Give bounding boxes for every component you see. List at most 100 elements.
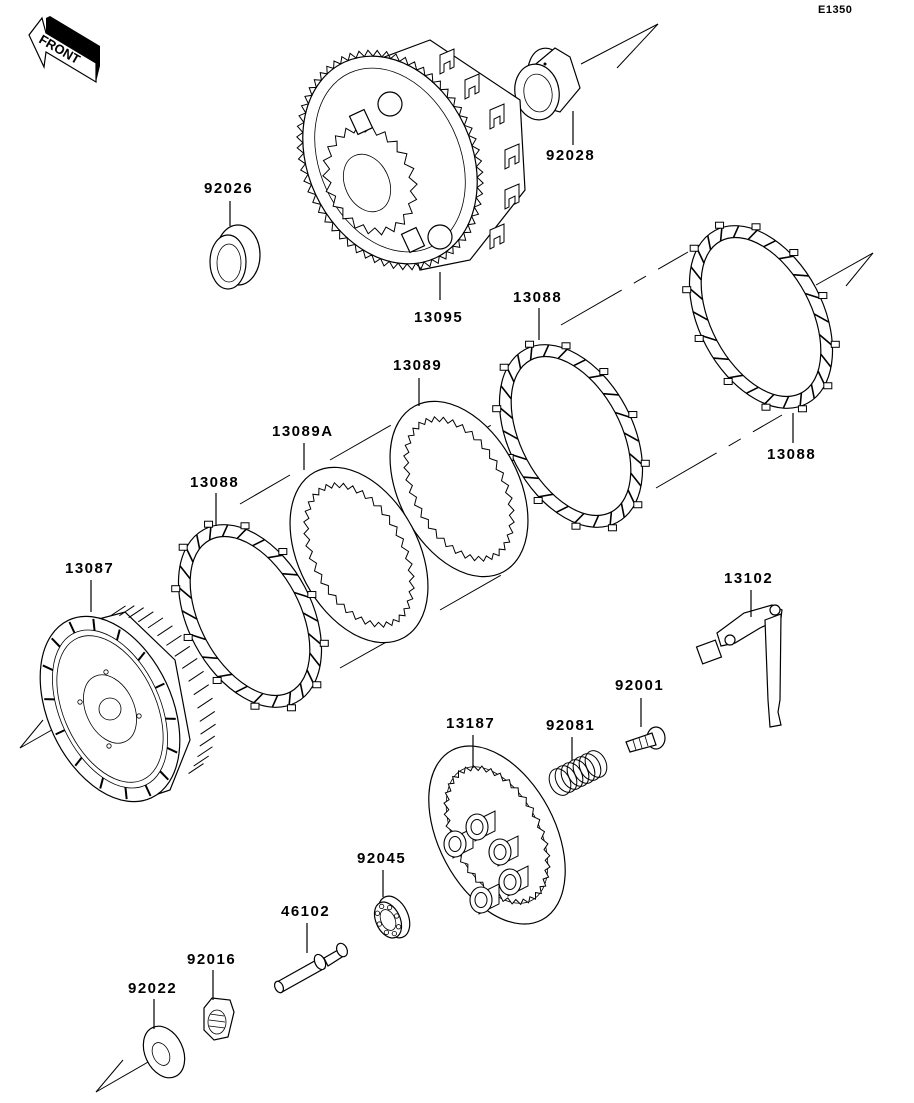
friction-rib: [252, 538, 266, 547]
friction-tab: [250, 702, 260, 710]
friction-rib: [692, 311, 709, 321]
hub-spline: [188, 763, 204, 774]
part-92022[interactable]: 92022: [128, 980, 193, 1085]
friction-rib: [236, 528, 247, 540]
friction-rib: [195, 534, 201, 549]
spring-coil: [572, 756, 596, 784]
boss-hole: [503, 874, 517, 890]
hub-rib: [124, 787, 128, 800]
friction-rib: [217, 673, 233, 678]
friction-rib: [763, 239, 777, 248]
friction-rib: [745, 386, 759, 395]
bearing-ball: [395, 924, 402, 930]
housing-slot: [504, 183, 520, 210]
friction-rib: [529, 346, 533, 361]
part-13089[interactable]: 13089: [362, 357, 556, 600]
friction-rib: [820, 353, 832, 368]
friction-tab: [789, 249, 799, 257]
friction-rib: [499, 406, 514, 419]
friction-rib: [271, 695, 279, 708]
hub-spline: [147, 617, 164, 629]
friction-tab: [492, 405, 502, 413]
part-13088-front[interactable]: 13088: [149, 474, 351, 732]
hub-spline: [199, 711, 216, 722]
friction-tab: [751, 223, 761, 231]
part-46102[interactable]: 46102: [273, 903, 350, 994]
housing-gear-outline: [296, 49, 484, 271]
bearing-ball: [387, 904, 393, 911]
hub-spline: [138, 611, 154, 623]
label-13088-front: 13088: [190, 474, 239, 491]
friction-rib: [620, 503, 626, 518]
friction-rib: [221, 524, 229, 537]
bearing-ball: [376, 921, 382, 927]
hub-spline: [200, 723, 216, 735]
friction-rib: [603, 392, 619, 396]
friction-tab: [715, 221, 725, 229]
part-13102[interactable]: 13102: [695, 570, 783, 728]
hub-spline: [193, 684, 210, 696]
friction-tab: [204, 520, 214, 528]
friction-rib: [719, 227, 723, 242]
friction-tab: [818, 292, 828, 300]
friction-rib: [516, 354, 522, 369]
hub-rib: [166, 746, 178, 754]
friction-rib: [592, 515, 600, 528]
bearing-ball: [374, 910, 381, 916]
part-92028[interactable]: 92028: [510, 45, 595, 164]
hub-rib: [137, 651, 146, 661]
hub-spline: [199, 735, 216, 747]
part-92026[interactable]: 92026: [204, 180, 261, 290]
part-92001[interactable]: 92001: [615, 677, 666, 753]
label-13102: 13102: [724, 570, 773, 587]
part-13089A[interactable]: 13089A: [262, 423, 456, 666]
hub-spline: [174, 645, 191, 657]
part-13088-mid[interactable]: 13088: [470, 289, 672, 552]
hub-rib: [115, 629, 121, 641]
friction-rib: [614, 411, 632, 419]
friction-rib: [747, 229, 758, 241]
part-92016[interactable]: 92016: [187, 951, 236, 1041]
friction-rib: [538, 493, 554, 498]
label-92001: 92001: [615, 677, 664, 694]
label-13088-rear: 13088: [767, 446, 816, 463]
plate-inner-teeth: [303, 481, 415, 629]
friction-tab: [599, 368, 609, 376]
part-92081[interactable]: 92081: [545, 717, 611, 799]
friction-rib: [309, 652, 321, 667]
friction-tab: [797, 405, 807, 413]
boss-hole: [448, 836, 462, 852]
friction-tab: [312, 681, 322, 689]
friction-rib: [689, 287, 704, 300]
friction-rib: [573, 358, 587, 367]
friction-tab: [607, 524, 617, 532]
friction-rib: [500, 385, 512, 400]
friction-rib: [778, 255, 794, 260]
friction-tab: [307, 591, 317, 599]
hub-spline: [128, 607, 144, 619]
label-13187: 13187: [446, 715, 495, 732]
friction-rib: [690, 266, 702, 281]
boss-hole: [493, 844, 507, 860]
friction-rib: [189, 633, 207, 641]
part-13088-rear[interactable]: 13088: [660, 201, 862, 463]
friction-tab: [689, 244, 699, 252]
part-13095[interactable]: 13095: [270, 27, 526, 326]
friction-tab: [682, 286, 692, 294]
friction-rib: [818, 334, 833, 347]
friction-tab: [633, 501, 643, 509]
friction-rib: [630, 472, 642, 487]
friction-tab: [533, 496, 543, 504]
part-13087[interactable]: 13087: [12, 560, 216, 824]
friction-rib: [208, 526, 212, 541]
friction-rib: [588, 374, 604, 379]
hub-rib: [74, 757, 83, 767]
friction-rib: [557, 348, 568, 360]
hub-spline: [197, 697, 213, 709]
friction-tab: [823, 382, 833, 390]
part-92045[interactable]: 92045: [357, 850, 416, 943]
friction-rib: [764, 393, 775, 405]
bearing-ball: [383, 929, 389, 936]
part-13187[interactable]: 13187: [401, 715, 594, 947]
